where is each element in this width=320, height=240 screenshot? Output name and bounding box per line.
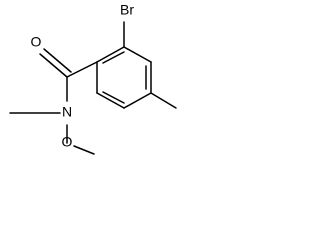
ring-bond-c4-c5 <box>123 92 152 109</box>
ring-bond-c5-c6 <box>96 92 125 109</box>
bond-ring-to-methyl <box>150 92 177 109</box>
benzene-ring <box>96 46 152 109</box>
methoxy-oxygen-label: O <box>62 134 73 150</box>
bond-ring-to-carbonyl <box>66 61 98 78</box>
carbonyl-oxygen-label: O <box>31 34 42 50</box>
amide-nitrogen-label: N <box>62 104 72 120</box>
bromine-label: Br <box>120 2 134 18</box>
chemical-structure: Br O N O <box>9 2 177 155</box>
ring-inner-bond-c1-c2 <box>102 51 125 64</box>
bond-carbonyl-double-1 <box>39 53 68 78</box>
ring-bond-c1-c2 <box>96 46 125 63</box>
ring-inner-bond-c5-c6 <box>102 91 125 104</box>
bond-carbonyl-double-2 <box>43 48 72 73</box>
ring-bond-c2-c3 <box>123 46 152 63</box>
bond-oxygen-to-methyl <box>73 145 95 155</box>
